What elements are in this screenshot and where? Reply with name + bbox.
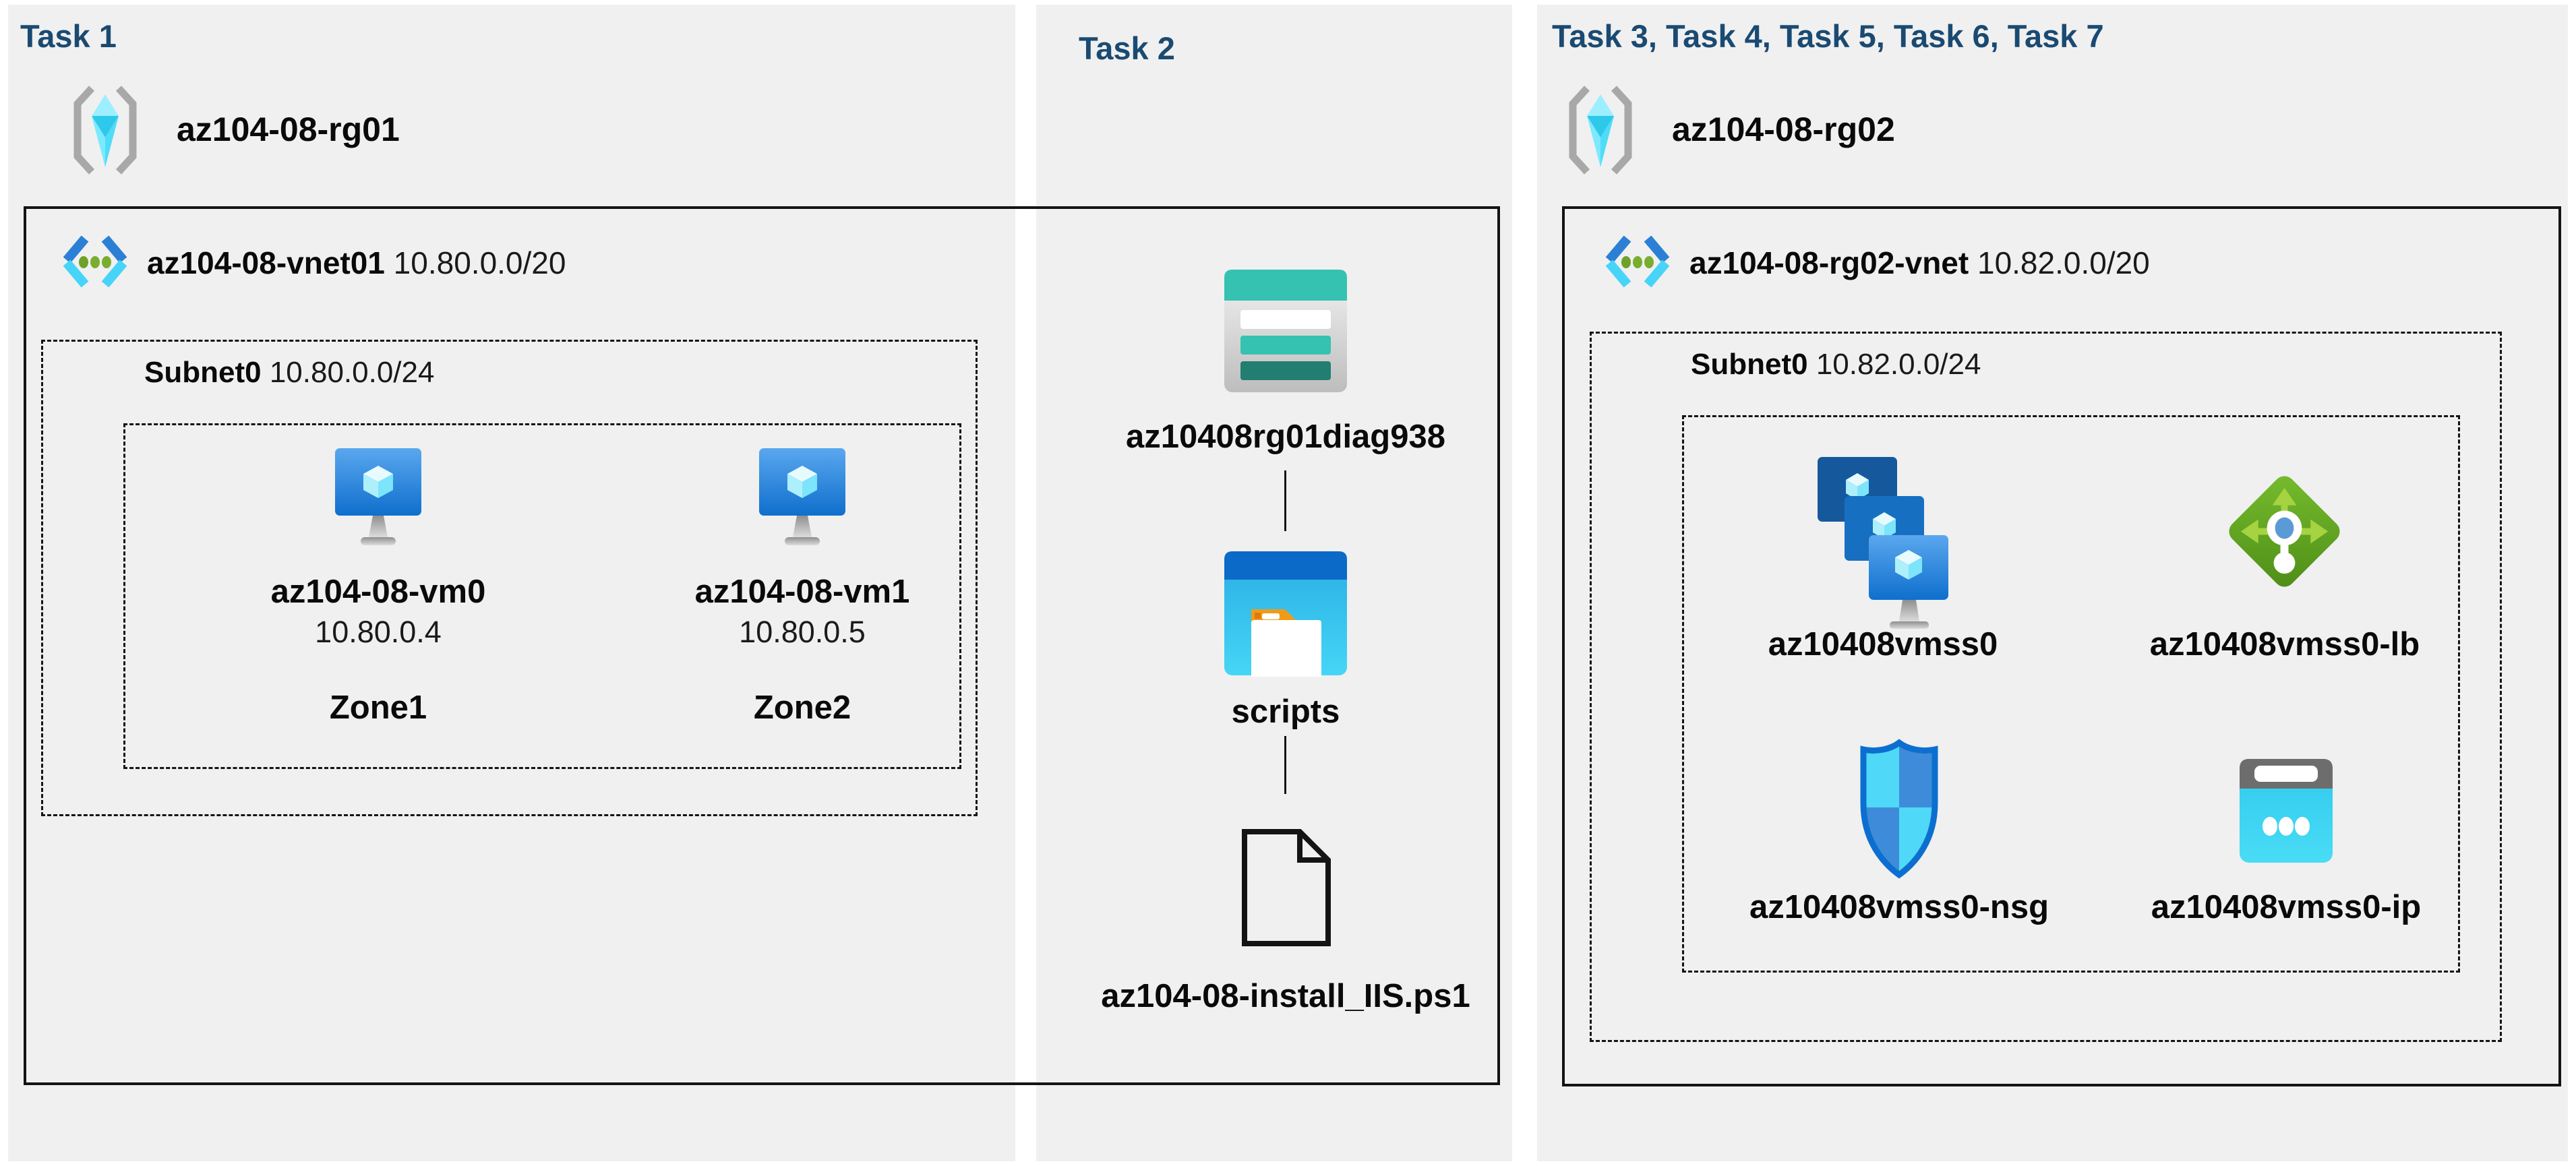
subnet2-box bbox=[1590, 332, 2502, 1042]
network-security-group-icon bbox=[1860, 739, 1938, 879]
vm1-zone: Zone2 bbox=[753, 689, 851, 726]
subnet2-name: Subnet0 bbox=[1691, 348, 1808, 381]
vnet2-cidr: 10.82.0.0/20 bbox=[1977, 245, 2150, 280]
file-icon bbox=[1242, 829, 1331, 946]
task2-title: Task 2 bbox=[1079, 30, 1175, 66]
resource-group-icon bbox=[73, 86, 137, 175]
vmss-name: az10408vmss0 bbox=[1768, 626, 1998, 663]
task3-title: Task 3, Task 4, Task 5, Task 6, Task 7 bbox=[1552, 18, 2104, 54]
load-balancer-name: az10408vmss0-lb bbox=[2149, 626, 2420, 663]
vnet1-name: az104-08-vnet01 bbox=[147, 245, 385, 280]
subnet1-name: Subnet0 bbox=[144, 356, 262, 389]
storage-account-name: az10408rg01diag938 bbox=[1126, 419, 1445, 455]
vnet1-label: az104-08-vnet01 10.80.0.0/20 bbox=[147, 245, 566, 281]
blob-container-icon bbox=[1224, 551, 1347, 677]
public-ip-icon bbox=[2240, 759, 2333, 863]
subnet2-label: Subnet0 10.82.0.0/24 bbox=[1691, 348, 1981, 382]
vm1-name: az104-08-vm1 bbox=[694, 574, 910, 610]
vm0-ip: 10.80.0.4 bbox=[315, 615, 442, 649]
resource-group-name: az104-08-rg01 bbox=[177, 111, 400, 148]
vnet1-cidr: 10.80.0.0/20 bbox=[393, 245, 566, 280]
zones-box bbox=[123, 423, 961, 769]
virtual-network-icon bbox=[63, 235, 127, 288]
storage-account-icon bbox=[1224, 270, 1347, 392]
subnet1-box bbox=[41, 340, 978, 816]
connector-line bbox=[1284, 736, 1286, 794]
nsg-name: az10408vmss0-nsg bbox=[1749, 889, 2049, 925]
container-name: scripts bbox=[1231, 694, 1340, 730]
virtual-machine-icon bbox=[335, 448, 421, 545]
subnet2-cidr: 10.82.0.0/24 bbox=[1816, 348, 1981, 381]
connector-line bbox=[1284, 470, 1286, 531]
vnet2-name: az104-08-rg02-vnet bbox=[1689, 245, 1969, 280]
public-ip-name: az10408vmss0-ip bbox=[2151, 889, 2422, 925]
panel-task1 bbox=[8, 5, 1015, 1161]
panel-task3 bbox=[1537, 5, 2568, 1161]
task1-title: Task 1 bbox=[20, 18, 117, 54]
subnet1-cidr: 10.80.0.0/24 bbox=[269, 356, 435, 389]
resource-group-name: az104-08-rg02 bbox=[1672, 111, 1895, 148]
script-file-name: az104-08-install_IIS.ps1 bbox=[1101, 978, 1470, 1014]
load-balancer-icon bbox=[2229, 476, 2340, 587]
resource-group-icon bbox=[1569, 86, 1632, 175]
vm0-zone: Zone1 bbox=[329, 689, 427, 726]
subnet1-label: Subnet0 10.80.0.0/24 bbox=[144, 356, 434, 390]
vm0-name: az104-08-vm0 bbox=[270, 574, 486, 610]
resources-box bbox=[1682, 415, 2460, 973]
vnet2-label: az104-08-rg02-vnet 10.82.0.0/20 bbox=[1689, 245, 2150, 281]
vm1-ip: 10.80.0.5 bbox=[739, 615, 866, 649]
vm-scale-set-icon bbox=[1818, 457, 1948, 629]
vnet2-box bbox=[1562, 206, 2561, 1086]
virtual-network-icon bbox=[1605, 235, 1670, 288]
virtual-machine-icon bbox=[759, 448, 845, 545]
vnet1-box bbox=[24, 206, 1500, 1085]
